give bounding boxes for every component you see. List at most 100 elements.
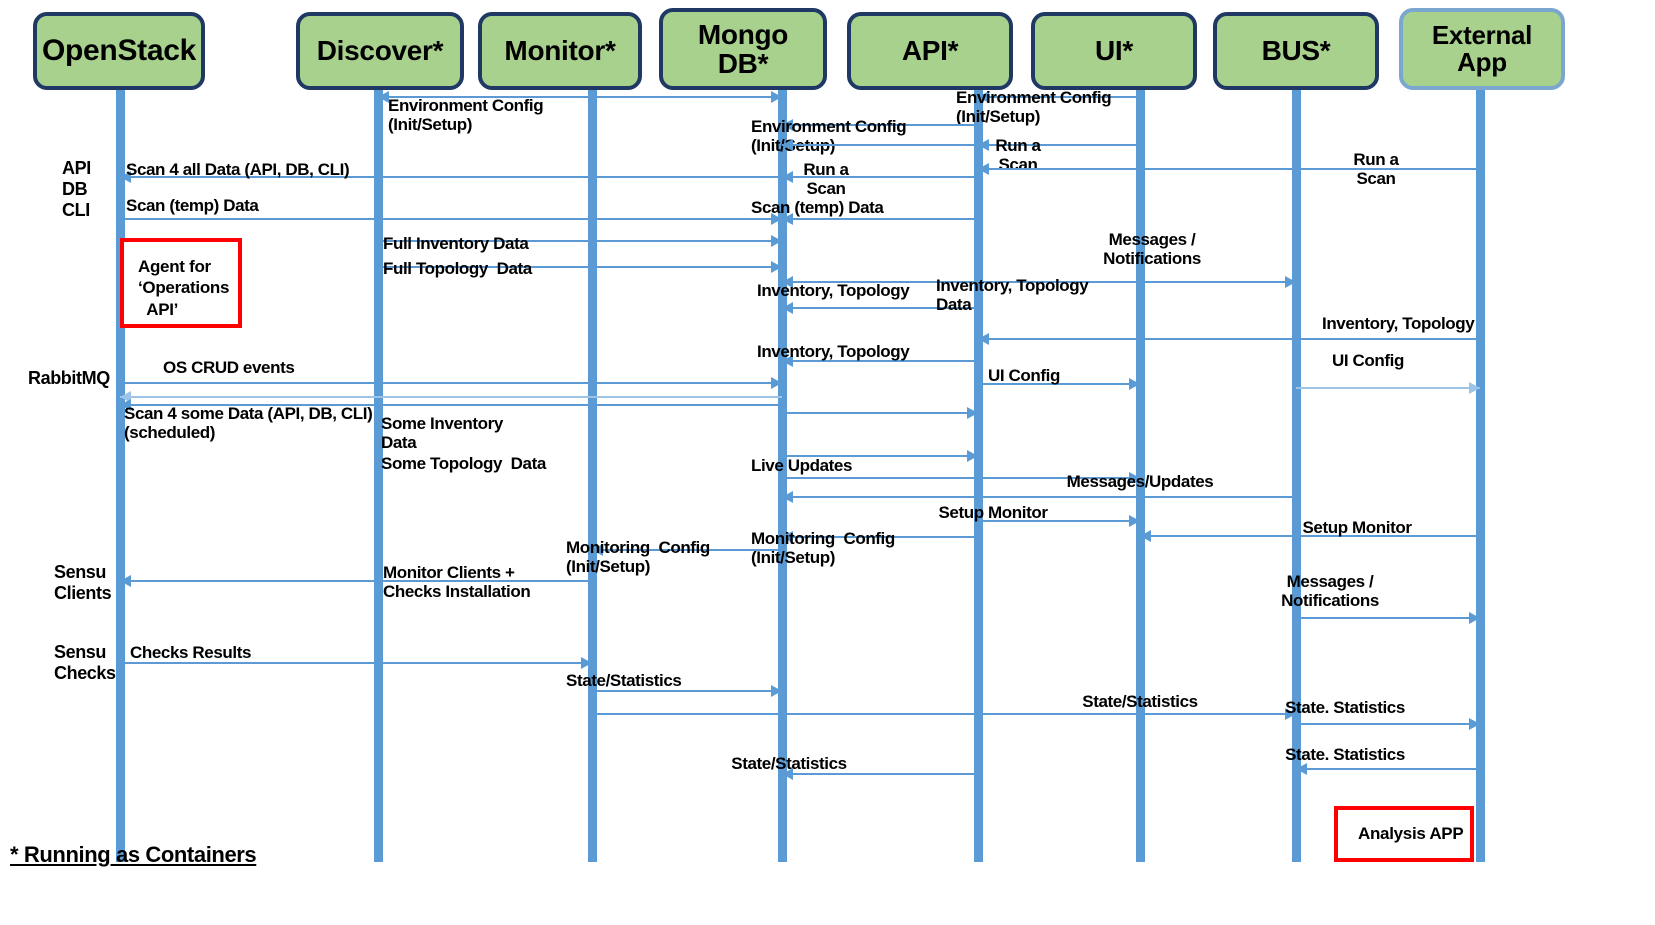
message-arrowhead-messages-updates bbox=[782, 491, 793, 503]
message-label-env-config-discover: Environment Config (Init/Setup) bbox=[388, 96, 544, 135]
message-label-state-statistics-monitor: State/Statistics bbox=[566, 671, 682, 690]
message-arrowhead-state-statistics-ext-1 bbox=[1469, 718, 1480, 730]
message-arrowhead-os-crud-events bbox=[771, 377, 782, 389]
message-line-state-statistics-ext-2 bbox=[1296, 768, 1480, 770]
actor-label: OpenStack bbox=[41, 34, 197, 68]
message-line-scan-4-all-data bbox=[120, 176, 978, 178]
message-line-monitoring-config-mongo bbox=[592, 549, 782, 551]
message-arrowhead-run-a-scan-ext-api bbox=[978, 163, 989, 175]
lifeline-ui bbox=[1136, 86, 1145, 862]
message-label-state-statistics-ext-2: State. Statistics bbox=[1285, 745, 1405, 764]
message-line-env-config-monitor-mongo bbox=[592, 96, 782, 98]
message-line-ui-config-api bbox=[978, 383, 1140, 385]
message-line-messages-notifications-2 bbox=[1296, 617, 1480, 619]
message-line-run-a-scan-api-mongo bbox=[782, 176, 978, 178]
message-arrowhead-some-topology-data bbox=[967, 450, 978, 462]
message-arrowhead-inv-topo-data-api bbox=[782, 302, 793, 314]
message-line-scan-temp-data-api bbox=[782, 218, 978, 220]
callout-analysis-app[interactable]: Analysis APP bbox=[1334, 806, 1474, 862]
message-arrowhead-live-updates bbox=[1129, 472, 1140, 484]
message-arrowhead-ui-config-ext bbox=[1469, 382, 1480, 394]
actor-ui[interactable]: UI* bbox=[1031, 12, 1197, 90]
message-arrowhead-some-inventory-data bbox=[967, 407, 978, 419]
message-line-env-config-api-mongo-1 bbox=[782, 124, 978, 126]
message-line-scan-temp-data-os bbox=[120, 218, 782, 220]
message-arrowhead-state-statistics-api-mongo bbox=[782, 768, 793, 780]
message-line-checks-results bbox=[120, 662, 592, 664]
actor-monitor[interactable]: Monitor* bbox=[478, 12, 642, 90]
message-line-ui-config-ext bbox=[1296, 387, 1480, 389]
message-line-some-topology-data bbox=[782, 455, 978, 457]
message-arrowhead-scan-4-some-data bbox=[120, 399, 131, 411]
message-arrowhead-run-a-scan-ui-api bbox=[978, 139, 989, 151]
message-label-inv-topo-data-api: Inventory, Topology Data bbox=[936, 276, 1089, 315]
message-label-inv-topo-ui-mongo: Inventory, Topology bbox=[757, 281, 910, 300]
side-label-rabbitmq: RabbitMQ bbox=[28, 368, 110, 388]
actor-external[interactable]: External App bbox=[1399, 8, 1565, 90]
message-label-messages-notifications-1: Messages / Notifications bbox=[1103, 230, 1201, 269]
message-line-setup-monitor-ext bbox=[1140, 535, 1480, 537]
actor-label: API* bbox=[901, 35, 959, 67]
message-arrowhead-messages-notifications-2 bbox=[1469, 612, 1480, 624]
message-label-run-a-scan-ext-api: Run a Scan bbox=[1353, 150, 1399, 189]
lifeline-discover bbox=[374, 86, 383, 862]
actor-label: UI* bbox=[1095, 35, 1133, 67]
message-line-state-statistics-api-mongo bbox=[782, 773, 978, 775]
message-line-os-crud-feed bbox=[120, 396, 782, 398]
message-line-full-topology-data bbox=[378, 266, 782, 268]
message-line-messages-notifications-1 bbox=[1140, 281, 1296, 283]
message-line-live-updates bbox=[782, 477, 1140, 479]
lifeline-external bbox=[1476, 86, 1485, 862]
actor-openstack[interactable]: OpenStack bbox=[33, 12, 205, 90]
message-arrowhead-env-config-ui-api bbox=[978, 91, 989, 103]
message-line-full-inventory-data bbox=[378, 240, 782, 242]
message-arrowhead-monitor-clients-install bbox=[120, 575, 131, 587]
message-line-inv-topo-api-mongo-2 bbox=[782, 360, 978, 362]
actor-label: Monitor* bbox=[504, 35, 616, 67]
message-label-messages-updates: Messages/Updates bbox=[1066, 472, 1214, 491]
message-label-state-statistics-api-mongo: State/Statistics bbox=[731, 754, 847, 773]
side-label-sensu-checks: Sensu Checks bbox=[54, 642, 116, 684]
message-label-messages-notifications-2: Messages / Notifications bbox=[1281, 572, 1379, 611]
message-line-state-statistics-bus bbox=[592, 713, 1296, 715]
message-arrowhead-os-crud-feed bbox=[120, 391, 131, 403]
lifeline-api bbox=[974, 86, 983, 862]
message-arrowhead-monitoring-config-api bbox=[782, 531, 793, 543]
message-line-run-a-scan-ui-api bbox=[978, 144, 1140, 146]
actor-bus[interactable]: BUS* bbox=[1213, 12, 1379, 90]
message-label-monitor-clients-install: Monitor Clients + Checks Installation bbox=[383, 563, 531, 602]
message-line-setup-monitor-api-ui bbox=[978, 520, 1140, 522]
message-line-env-config-ui-api bbox=[978, 96, 1140, 98]
message-label-live-updates: Live Updates bbox=[751, 456, 853, 475]
message-label-state-statistics-bus: State/Statistics bbox=[1082, 692, 1198, 711]
actor-api[interactable]: API* bbox=[847, 12, 1013, 90]
message-label-full-topology-data: Full Topology Data bbox=[383, 259, 532, 278]
message-arrowhead-env-config-api-mongo-1 bbox=[782, 119, 793, 131]
message-arrowhead-state-statistics-bus bbox=[1285, 708, 1296, 720]
actor-label: Discover* bbox=[316, 35, 444, 67]
message-arrowhead-inv-topo-api-mongo-2 bbox=[782, 355, 793, 367]
message-line-os-crud-events bbox=[120, 382, 782, 384]
message-label-full-inventory-data: Full Inventory Data bbox=[383, 234, 529, 253]
side-label-sensu-clients: Sensu Clients bbox=[54, 562, 112, 604]
message-arrowhead-env-config-discover bbox=[378, 91, 389, 103]
message-arrowhead-checks-results bbox=[581, 657, 592, 669]
message-label-os-crud-events: OS CRUD events bbox=[163, 358, 295, 377]
message-label-monitoring-config-api: Monitoring Config (Init/Setup) bbox=[751, 529, 895, 568]
message-line-messages-updates bbox=[782, 496, 1296, 498]
message-line-some-inventory-data bbox=[782, 412, 978, 414]
actor-mongodb[interactable]: Mongo DB* bbox=[659, 8, 827, 90]
message-label-ui-config-api: UI Config bbox=[988, 366, 1060, 385]
lifeline-openstack bbox=[116, 86, 125, 862]
message-arrowhead-full-topology-data bbox=[771, 261, 782, 273]
message-line-inv-topo-ui-mongo bbox=[782, 281, 1140, 283]
message-arrowhead-env-config-monitor-mongo bbox=[771, 91, 782, 103]
message-arrowhead-scan-4-all-data bbox=[120, 171, 131, 183]
actor-discover[interactable]: Discover* bbox=[296, 12, 464, 90]
callout-agent-ops-api[interactable]: Agent for ‘Operations API’ bbox=[120, 238, 242, 328]
message-arrowhead-setup-monitor-ext bbox=[1140, 530, 1151, 542]
message-label-scan-4-some-data: Scan 4 some Data (API, DB, CLI) (schedul… bbox=[124, 404, 373, 443]
message-line-monitor-clients-install bbox=[120, 580, 592, 582]
message-label-state-statistics-ext-1: State. Statistics bbox=[1285, 698, 1405, 717]
